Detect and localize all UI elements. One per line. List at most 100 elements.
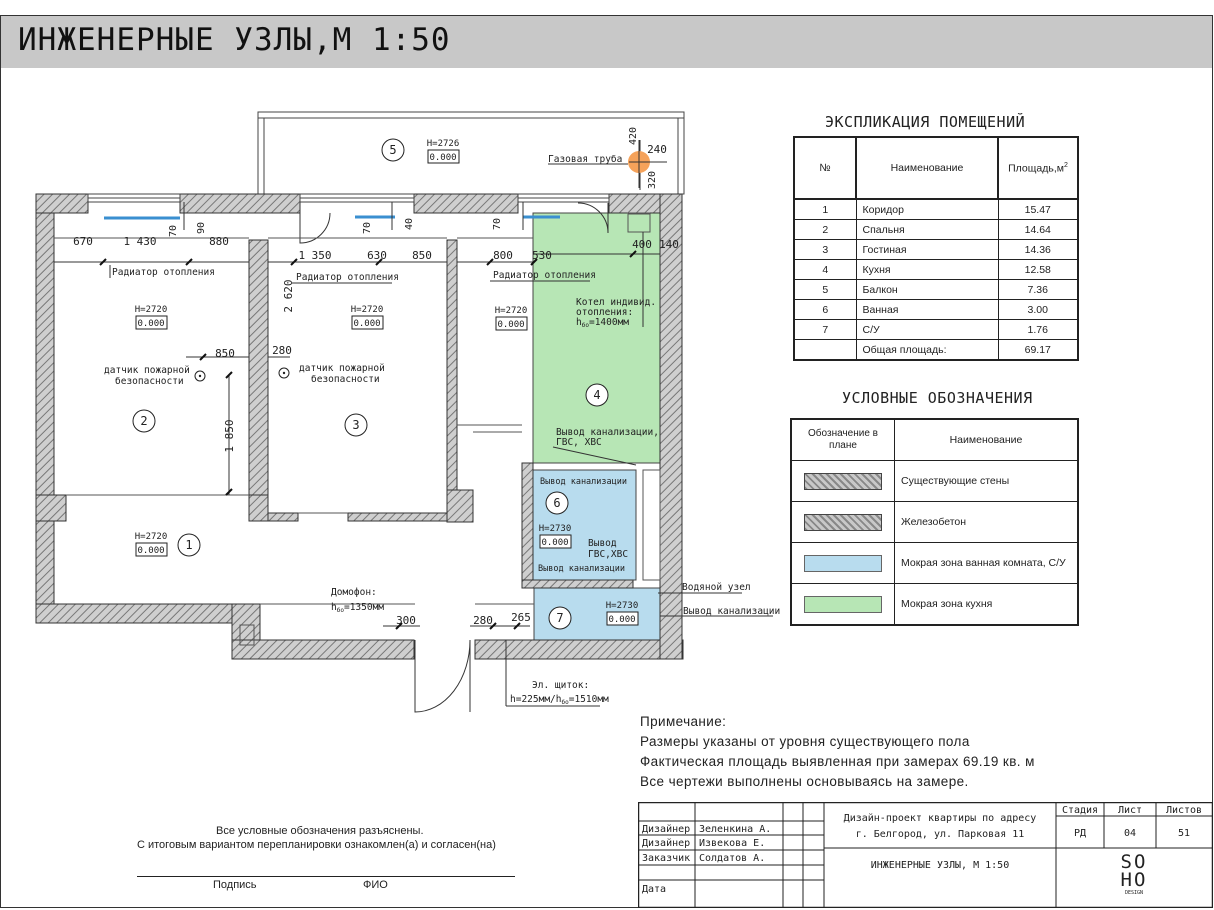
dimension-label: 800 [493,249,513,262]
sheets-label: Листов [1166,805,1202,816]
room-7-marker [548,606,572,630]
sewer-out-label: ГВС, ХВС [556,437,602,448]
room-height: H=2730 [539,524,572,534]
column-header: Наименование [855,136,999,200]
project-title: Дизайн-проект квартиры по адресу [844,812,1037,824]
el-panel-h-value: =1510мм [569,694,609,705]
el-panel-h-sub: бо [561,699,569,706]
total-row: Общая площадь:69.17 [793,339,1079,361]
sign-label: Подпись [213,879,257,891]
room-4-marker [585,383,609,407]
signature-rule [137,876,515,877]
title-bar [1,16,1212,68]
svg-text:hбо=1350мм: hбо=1350мм [331,602,384,614]
sewer-out-label: Вывод канализации [540,477,627,487]
stamp-role: Дизайнер [642,823,690,835]
room-number: 2 [140,414,147,428]
floor-plan: 1 2 3 4 5 6 7 H=2720 0.000 H=2720 0.000 … [35,111,780,713]
dimension-label: 140 [659,238,679,251]
intercom-label: Домофон: [331,587,377,598]
room-height: H=2720 [135,532,168,542]
room-height: H=2726 [427,139,460,149]
stamp-role: Заказчик [642,853,690,864]
soho-logo: SO HO DESIGN [1121,851,1146,896]
boiler-label: отопления: [576,307,633,318]
fio-label: ФИО [363,879,388,891]
stage-value: РД [1074,828,1086,839]
sheets-value: 51 [1178,828,1190,839]
stamp-role: Дизайнер [642,837,690,849]
title-block: Дизайнер Зеленкина А. Дизайнер Извекова … [638,802,1213,908]
dimension-label: 1 350 [298,249,331,262]
room-level: 0.000 [137,546,164,556]
dimension-label: 880 [209,235,229,248]
smoke-sensor-label: безопасности [115,376,184,387]
hatch-swatch [804,513,882,531]
dimension-label: 850 [412,249,432,262]
radiator-label: Радиатор отопления [112,267,215,278]
walls [35,193,684,660]
room-3-marker [344,413,368,437]
stage-label: Стадия [1062,805,1098,816]
dimension-label: 420 [628,127,639,145]
kitchen-swatch [804,595,882,613]
gas-pipe-label: Газовая труба [548,154,622,165]
dimension-label: 70 [492,218,503,230]
dimension-label: 40 [404,218,415,230]
stamp-person: Извекова Е. [699,838,765,849]
dimension-label: 280 [473,614,493,627]
sheet-title: ИНЖЕНЕРНЫЕ УЗЛЫ, М 1:50 [871,860,1009,871]
sewer-out-right-label: Вывод канализации [683,606,780,617]
boiler-label: Котел индивид. [576,297,656,308]
legend-row: Мокрая зона кухня [790,583,1079,626]
el-panel-h-label: h=225мм/h [510,694,561,705]
room-number: 4 [593,388,600,402]
room-1-marker [177,533,201,557]
sewer-out-label: Вывод канализации [538,564,625,574]
room-5-marker [381,138,405,162]
dimension-label: 70 [362,222,373,234]
dimension-label: 265 [511,611,531,624]
room-level: 0.000 [497,320,524,330]
svg-text:h=225мм/hбо=1510мм: h=225мм/hбо=1510мм [510,694,609,706]
note-line: Размеры указаны от уровня существующего … [640,734,970,749]
hatch-swatch [804,472,882,490]
dimension-label: 70 [168,225,179,237]
sheet-value: 04 [1124,828,1136,839]
legend-title: УСЛОВНЫЕ ОБОЗНАЧЕНИЯ [842,389,1033,407]
gvs-out-label: Вывод [588,538,617,549]
smoke-sensor-label: датчик пожарной [104,365,190,376]
dimension-label: 90 [196,222,207,234]
bathroom-wet-zone [532,469,637,581]
sewer-out-label: Вывод канализации, [556,427,659,438]
legend-row: Существующие стены [790,460,1079,502]
room-height: H=2730 [606,601,639,611]
legend-row: Железобетон [790,501,1079,543]
smoke-sensor-icon [194,370,206,382]
smoke-sensor-icon [278,367,290,379]
smoke-sensor-label: датчик пожарной [299,363,385,374]
gvs-out-label: ГВС,ХВС [588,549,628,560]
signature-line: С итоговым вариантом перепланировки озна… [137,839,496,851]
room-number: 7 [556,611,563,625]
svg-text:hбо=1400мм: hбо=1400мм [576,317,629,329]
column-header: № [793,136,857,200]
project-address: г. Белгород, ул. Парковая 11 [856,829,1025,840]
room-6-marker [545,491,569,515]
room-number: 5 [389,143,396,157]
stamp-person: Солдатов А. [699,853,765,864]
boiler-h-value: =1400мм [589,317,629,328]
dimension-label: 630 [367,249,387,262]
legend-header: Наименование [894,418,1079,461]
bath-swatch [804,554,882,572]
radiator-label: Радиатор отопления [296,272,399,283]
room-level: 0.000 [429,153,456,163]
intercom-h-value: =1350мм [344,602,384,613]
dimension-label: 1 430 [123,235,156,248]
room-height: H=2720 [135,305,168,315]
